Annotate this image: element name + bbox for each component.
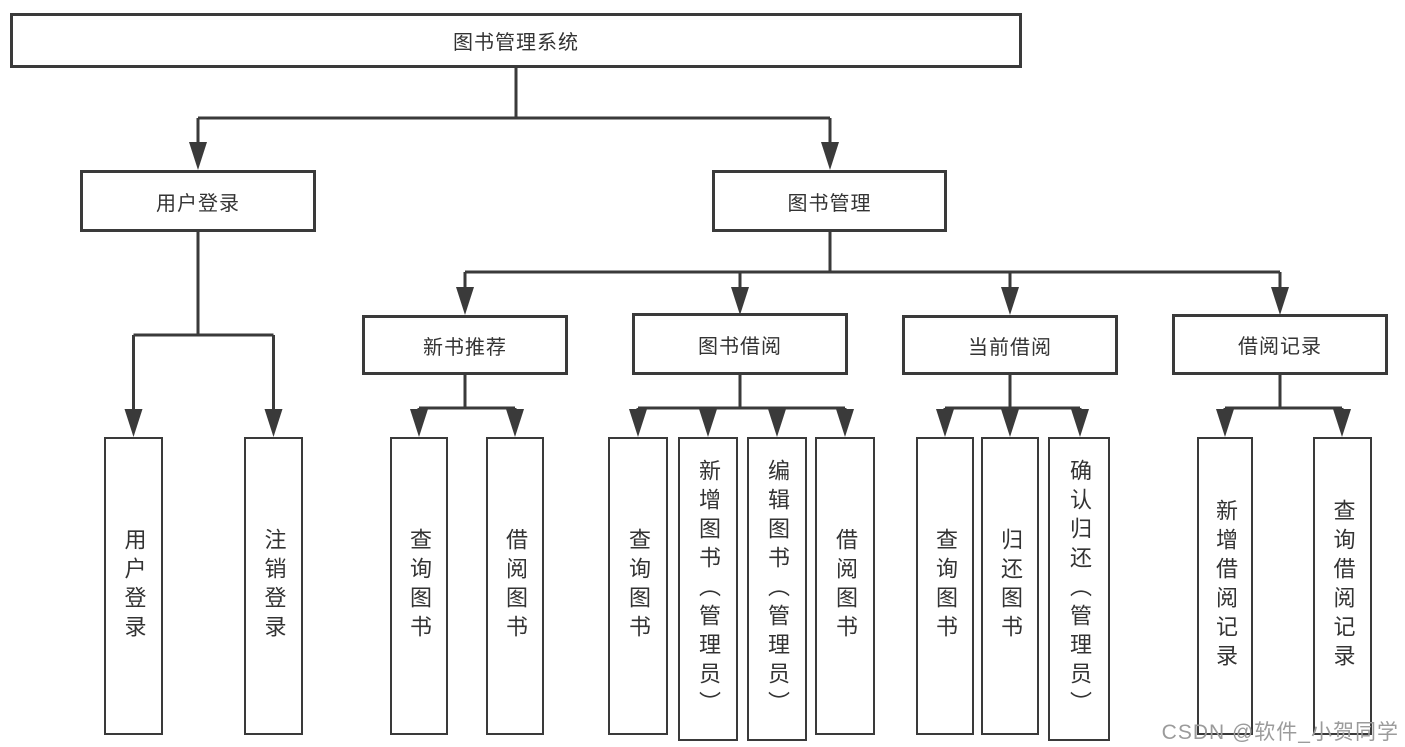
arrowhead-icon (456, 287, 474, 315)
node-root-system: 图书管理系统 (10, 13, 1022, 68)
arrowheads (124, 142, 1351, 437)
node-new-book-recommend-label: 新书推荐 (423, 336, 507, 359)
arrowhead-icon (699, 409, 717, 437)
arrowhead-icon (1071, 409, 1089, 437)
leaf-add-books-admin: 新增图书（管理员） (678, 437, 738, 741)
leaf-return-books: 归还图书 (981, 437, 1039, 735)
leaf-query-books-recommend: 查询图书 (390, 437, 448, 735)
arrowhead-icon (936, 409, 954, 437)
leaf-add-books-admin-label: 新增图书（管理员） (696, 458, 721, 720)
arrowhead-icon (1271, 287, 1289, 315)
node-root-label: 图书管理系统 (453, 32, 579, 54)
leaf-query-books-borrow-label: 查询图书 (626, 528, 651, 644)
arrowhead-icon (1001, 409, 1019, 437)
connector-user-login-to-leaves (132, 232, 275, 412)
node-current-borrow-label: 当前借阅 (968, 336, 1052, 359)
arrowhead-icon (731, 287, 749, 315)
arrowhead-icon (629, 409, 647, 437)
connector-book-management-to-modules (463, 232, 1282, 290)
connector-current-to-leaves (943, 375, 1082, 412)
leaf-confirm-return-admin-label: 确认归还（管理员） (1067, 458, 1092, 720)
node-borrow-records-label: 借阅记录 (1238, 336, 1322, 358)
node-book-borrow: 图书借阅 (632, 313, 848, 375)
leaf-user-login: 用户登录 (104, 437, 163, 735)
arrowhead-icon (1001, 287, 1019, 315)
node-user-login-label: 用户登录 (156, 192, 240, 215)
arrowhead-icon (836, 409, 854, 437)
leaf-query-books-current: 查询图书 (916, 437, 974, 735)
connector-recommend-to-leaves (417, 375, 517, 412)
node-book-borrow-label: 图书借阅 (698, 335, 782, 358)
node-current-borrow: 当前借阅 (902, 315, 1118, 375)
node-new-book-recommend: 新书推荐 (362, 315, 568, 375)
arrowhead-icon (1216, 409, 1234, 437)
arrowhead-icon (1333, 409, 1351, 437)
arrowhead-icon (506, 409, 524, 437)
arrowhead-icon (410, 409, 428, 437)
leaf-borrow-books-borrow-label: 借阅图书 (833, 528, 858, 644)
leaf-borrow-books-recommend-label: 借阅图书 (503, 528, 528, 644)
leaf-query-books-borrow: 查询图书 (608, 437, 668, 735)
leaf-user-login-label: 用户登录 (121, 528, 147, 644)
leaf-borrow-books-borrow: 借阅图书 (815, 437, 875, 735)
leaf-edit-books-admin: 编辑图书（管理员） (747, 437, 807, 741)
leaf-logout-login-label: 注销登录 (261, 528, 287, 644)
leaf-query-books-current-label: 查询图书 (933, 528, 958, 644)
watermark: CSDN @软件_小贺同学 (1161, 721, 1399, 744)
leaf-add-borrow-record-label: 新增借阅记录 (1213, 499, 1238, 673)
leaf-query-borrow-record: 查询借阅记录 (1313, 437, 1372, 735)
leaf-query-borrow-record-label: 查询借阅记录 (1330, 499, 1356, 673)
arrowhead-icon (768, 409, 786, 437)
node-user-login-branch: 用户登录 (80, 170, 316, 232)
connector-root-to-branches (196, 68, 832, 146)
leaf-query-books-recommend-label: 查询图书 (407, 528, 432, 644)
arrowhead-icon (821, 142, 839, 170)
node-borrow-records: 借阅记录 (1172, 314, 1388, 375)
leaf-return-books-label: 归还图书 (998, 528, 1023, 644)
connector-records-to-leaves (1223, 375, 1344, 412)
leaf-edit-books-admin-label: 编辑图书（管理员） (765, 458, 790, 720)
node-book-management-branch: 图书管理 (712, 170, 947, 232)
leaf-add-borrow-record: 新增借阅记录 (1197, 437, 1253, 735)
arrowhead-icon (264, 409, 283, 437)
arrowhead-icon (124, 409, 143, 437)
leaf-borrow-books-recommend: 借阅图书 (486, 437, 544, 735)
leaf-logout-login: 注销登录 (244, 437, 303, 735)
leaf-confirm-return-admin: 确认归还（管理员） (1048, 437, 1110, 741)
connector-borrow-to-leaves (636, 375, 847, 412)
arrowhead-icon (189, 142, 207, 170)
node-book-management-label: 图书管理 (787, 192, 872, 215)
